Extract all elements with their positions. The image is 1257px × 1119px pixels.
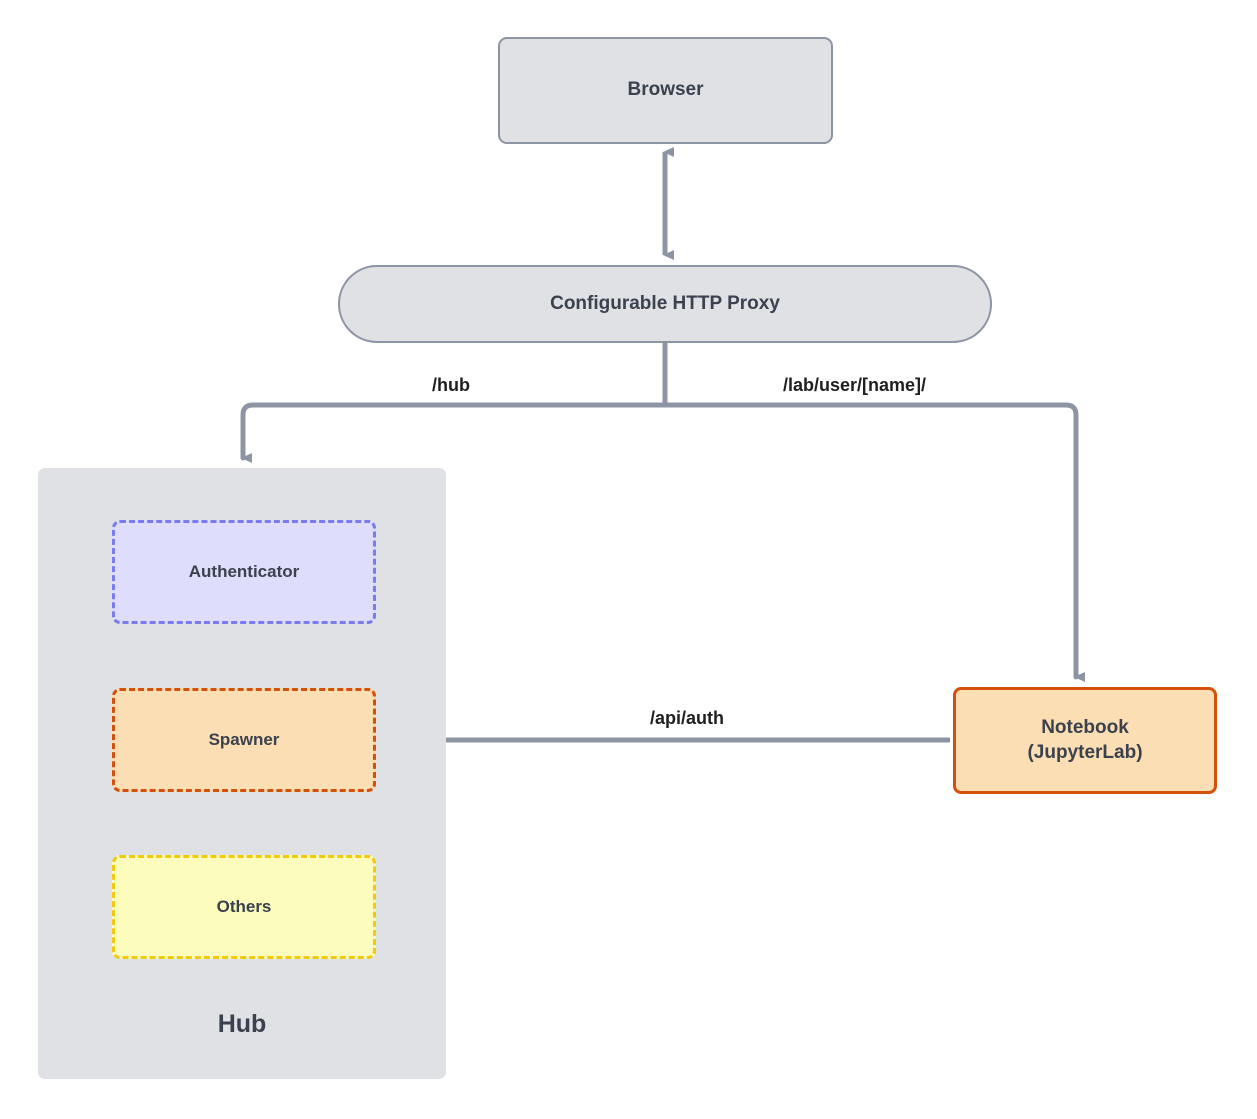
node-notebook-label-line2: (JupyterLab) [1027, 741, 1143, 763]
node-spawner-label: Spawner [208, 730, 280, 750]
node-browser[interactable]: Browser [498, 37, 833, 144]
edge-label-hub-path: /hub [427, 375, 475, 396]
node-others[interactable]: Others [112, 855, 376, 959]
node-notebook-text: Notebook (JupyterLab) [1027, 716, 1142, 765]
node-authenticator-label: Authenticator [188, 562, 300, 582]
node-authenticator[interactable]: Authenticator [112, 520, 376, 624]
node-notebook-label-line1: Notebook [1041, 717, 1129, 739]
node-notebook-jupyterlab[interactable]: Notebook (JupyterLab) [953, 687, 1217, 794]
edge-proxy-hub [240, 402, 668, 463]
edge-label-lab-user-path: /lab/user/[name]/ [778, 375, 932, 396]
node-configurable-http-proxy[interactable]: Configurable HTTP Proxy [338, 265, 992, 343]
container-hub-label: Hub [217, 1010, 267, 1038]
edge-label-api-auth: /api/auth [645, 708, 730, 729]
node-proxy-label: Configurable HTTP Proxy [550, 292, 780, 314]
node-spawner[interactable]: Spawner [112, 688, 376, 792]
node-browser-label: Browser [627, 79, 704, 101]
edge-proxy-notebook [662, 402, 1085, 682]
node-others-label: Others [216, 897, 272, 917]
